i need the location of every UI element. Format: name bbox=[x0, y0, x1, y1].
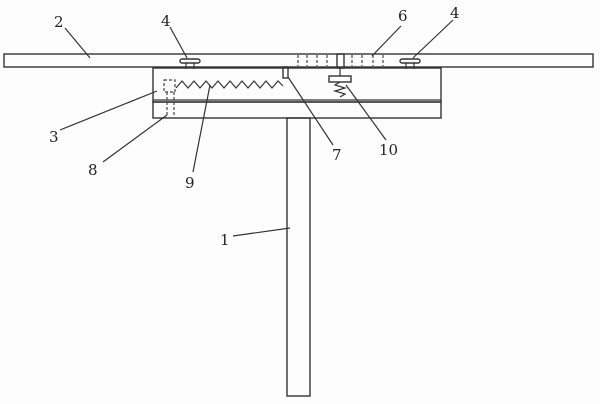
part-10-spring-pin bbox=[328, 53, 352, 98]
callout-6: 6 bbox=[398, 7, 408, 25]
callout-3: 3 bbox=[49, 128, 59, 146]
callout-10: 10 bbox=[379, 141, 398, 159]
callout-1: 1 bbox=[220, 231, 230, 249]
callout-4-left: 4 bbox=[161, 12, 171, 30]
part-2-top-plate bbox=[3, 53, 594, 68]
callout-7: 7 bbox=[332, 146, 342, 164]
part-7-slider bbox=[282, 66, 289, 79]
callout-2: 2 bbox=[54, 13, 64, 31]
part-8-dashed-retainer bbox=[163, 79, 176, 117]
callout-8: 8 bbox=[88, 161, 98, 179]
part-3-housing bbox=[152, 67, 442, 119]
part-9-spring bbox=[175, 80, 284, 89]
callout-4-right: 4 bbox=[450, 4, 460, 22]
part-1-post bbox=[286, 117, 311, 397]
callout-9: 9 bbox=[185, 174, 195, 192]
part-6-dashed-slots bbox=[297, 55, 384, 66]
leader-lines bbox=[59, 19, 454, 237]
